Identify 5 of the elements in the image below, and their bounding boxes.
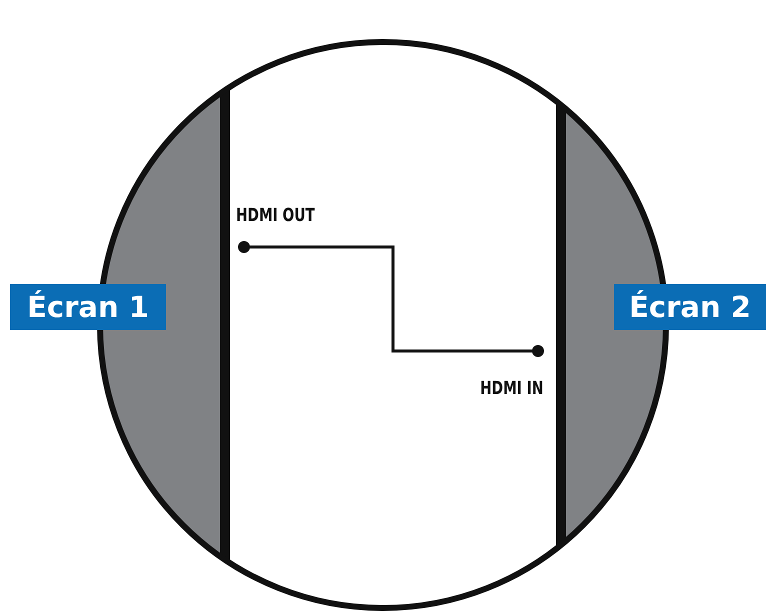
port-label: HDMI OUT bbox=[236, 205, 315, 226]
screen-label: Écran 2 bbox=[614, 284, 766, 330]
port-label: HDMI IN bbox=[480, 378, 543, 399]
cable-line bbox=[238, 241, 544, 357]
screen-label: Écran 1 bbox=[10, 284, 166, 330]
